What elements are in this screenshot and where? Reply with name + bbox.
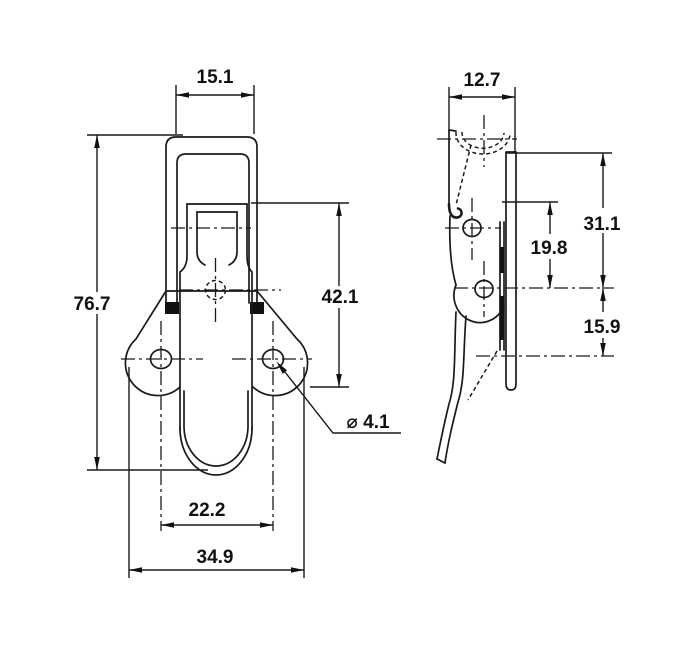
dim-side-hole-to-bottom: 15.9	[584, 288, 621, 356]
dim-label-overall-height: 76.7	[74, 294, 111, 315]
arrowhead-left	[161, 522, 174, 528]
body-bottom-lobe	[453, 284, 505, 324]
latch-plate-top-bar	[186, 203, 248, 213]
loop-slot-lower	[499, 296, 505, 340]
arrowhead-left	[449, 94, 462, 100]
dim-front-hole-spacing: 22.2	[161, 500, 273, 528]
leader-line	[280, 366, 401, 434]
arrowhead-right	[260, 522, 273, 528]
dim-label-base-width: 34.9	[197, 547, 234, 568]
arrowhead-right	[291, 567, 304, 573]
lever-inner-outline	[176, 153, 250, 304]
dim-label-top-width: 15.1	[197, 67, 234, 88]
hook-tip-cap	[436, 458, 446, 464]
arrowhead-up	[94, 135, 100, 148]
dim-label-hole-diameter: ⌀ 4.1	[346, 412, 390, 433]
dim-side-depth: 12.7	[448, 70, 516, 153]
latch-plate-right-prong	[228, 203, 253, 431]
body-left-edge	[448, 215, 457, 286]
arrowhead-down	[336, 374, 342, 387]
dim-label-hole-spacing: 22.2	[189, 500, 226, 521]
dim-label-depth: 12.7	[464, 70, 501, 91]
dim-side-slot-to-hole: 19.8	[531, 202, 568, 288]
mounting-plate-edge	[505, 151, 517, 391]
rolled-lip-inner	[461, 131, 505, 149]
dim-front-top-width: 15.1	[175, 67, 255, 134]
dim-front-base-width: 34.9	[128, 367, 305, 578]
arrowhead-right	[502, 94, 515, 100]
arrowhead-up	[547, 202, 553, 215]
dim-label-hole-to-bottom: 15.9	[584, 317, 621, 338]
lever-foot-left	[165, 302, 179, 314]
arrowhead-up	[336, 203, 342, 216]
dim-label-top-to-hole: 31.1	[584, 214, 621, 235]
arrowhead-down	[94, 457, 100, 470]
dim-label-slot-to-hole: 19.8	[531, 238, 568, 259]
arrowhead-left	[176, 92, 189, 98]
hook-inner-edge	[444, 315, 467, 464]
arrowhead-left	[129, 567, 142, 573]
lever-hidden-edge	[455, 144, 472, 206]
front-view: 15.1 76.7 42.1 22.2	[74, 67, 401, 578]
arrowhead-down	[600, 343, 606, 356]
arrowhead-right	[241, 92, 254, 98]
spring-loop	[179, 390, 253, 476]
dim-front-overall-height: 76.7	[74, 134, 208, 471]
leader-arrowhead	[276, 361, 288, 374]
lever-outer-outline	[165, 136, 258, 304]
hook-outer-edge	[436, 311, 457, 460]
rolled-lip-outer	[455, 131, 511, 155]
extension-lines	[128, 367, 305, 578]
dim-label-latch-height: 42.1	[322, 287, 359, 308]
lever-front-edge	[448, 129, 457, 205]
hook-hidden-bend	[467, 350, 498, 401]
base-plate-outline	[124, 290, 309, 397]
extension-lines	[175, 85, 255, 134]
extension-lines	[251, 202, 349, 388]
side-view: 12.7 31.1 19.8 15.9	[436, 70, 621, 464]
extension-lines	[448, 87, 516, 153]
dim-side-top-to-hole: 31.1	[584, 153, 621, 288]
lever-curl	[447, 202, 463, 219]
lever-foot-right	[250, 302, 264, 314]
arrowhead-up	[600, 153, 606, 166]
dim-front-latch-height: 42.1	[251, 202, 359, 388]
arrowhead-down	[600, 275, 606, 288]
arrowhead-down	[547, 275, 553, 288]
extension-lines	[87, 134, 208, 471]
latch-plate-left-prong	[179, 203, 206, 431]
arrowhead-up	[600, 288, 606, 301]
loop-slot-upper	[499, 247, 505, 273]
leader-hole-diameter: ⌀ 4.1	[276, 361, 401, 434]
